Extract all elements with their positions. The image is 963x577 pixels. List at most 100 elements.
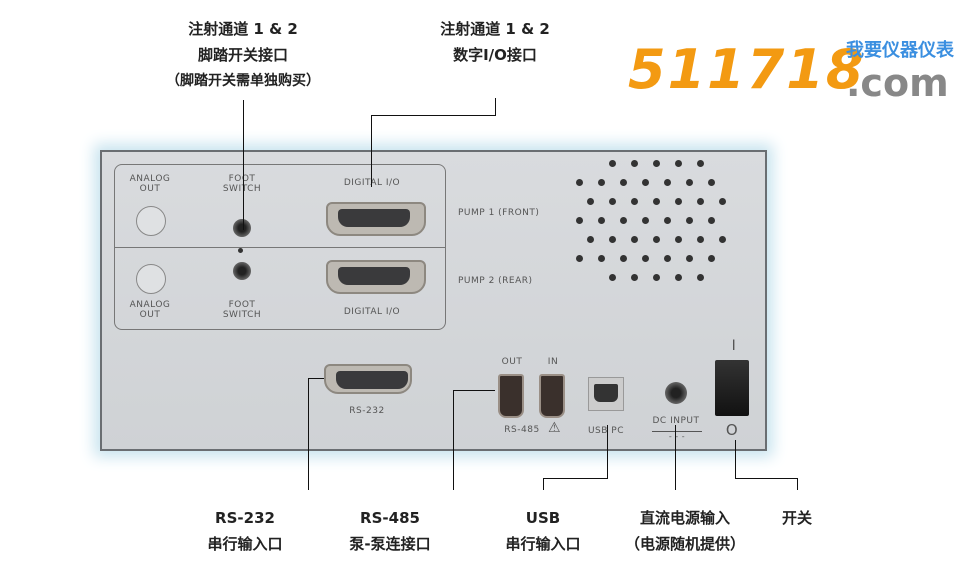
- digital-io-label: DIGITAL I/O: [343, 178, 401, 188]
- speaker-hole: [642, 255, 649, 262]
- off-mark: O: [725, 421, 739, 439]
- callout-line: （脚踏开关需单独购买）: [166, 73, 320, 89]
- speaker-hole: [697, 274, 704, 281]
- in-label: IN: [547, 357, 559, 367]
- digital-io-connector-1: [326, 202, 426, 236]
- pump1-label: PUMP 1 (FRONT): [458, 208, 540, 218]
- foot-switch-label: FOOT SWITCH: [222, 174, 262, 194]
- leader-line: [453, 390, 495, 391]
- speaker-hole: [587, 198, 594, 205]
- speaker-hole: [587, 236, 594, 243]
- speaker-hole: [609, 236, 616, 243]
- watermark-dotcom: .com: [846, 61, 949, 105]
- callout-line: RS-485: [360, 509, 420, 527]
- callout-line: （电源随机提供）: [624, 535, 745, 553]
- speaker-hole: [620, 217, 627, 224]
- speaker-hole: [576, 179, 583, 186]
- speaker-hole: [620, 179, 627, 186]
- speaker-hole: [653, 274, 660, 281]
- speaker-hole: [631, 236, 638, 243]
- speaker-hole: [686, 179, 693, 186]
- speaker-hole: [719, 236, 726, 243]
- speaker-hole: [708, 255, 715, 262]
- leader-line: [308, 378, 324, 379]
- usb-port: [588, 377, 624, 411]
- rs485-label: RS-485: [504, 425, 540, 435]
- speaker-hole: [697, 160, 704, 167]
- leader-line: [243, 100, 244, 230]
- speaker-hole: [675, 236, 682, 243]
- foot-switch-label: FOOT SWITCH: [222, 300, 262, 320]
- callout-switch: 开关: [772, 505, 822, 531]
- dc-input-jack: [665, 382, 687, 404]
- leader-line: [797, 478, 798, 490]
- callout-line: 直流电源输入: [639, 509, 730, 527]
- speaker-hole: [675, 160, 682, 167]
- speaker-hole: [631, 160, 638, 167]
- led: [238, 248, 243, 253]
- analog-out-label: ANALOG OUT: [129, 300, 171, 320]
- leader-line: [308, 378, 309, 490]
- speaker-hole: [653, 198, 660, 205]
- foot-switch-jack-1: [233, 219, 251, 237]
- digital-io-label: DIGITAL I/O: [343, 307, 401, 317]
- divider: [114, 247, 445, 248]
- speaker-hole: [576, 217, 583, 224]
- speaker-hole: [598, 255, 605, 262]
- leader-line: [371, 115, 372, 187]
- analog-out-label: ANALOG OUT: [129, 174, 171, 194]
- callout-line: 泵-泵连接口: [349, 535, 431, 553]
- speaker-hole: [719, 198, 726, 205]
- callout-line: 开关: [781, 509, 812, 527]
- speaker-hole: [653, 236, 660, 243]
- analog-out-port-1: [136, 206, 166, 236]
- leader-line: [735, 440, 736, 479]
- speaker-hole: [675, 274, 682, 281]
- power-switch[interactable]: [715, 360, 749, 416]
- callout-line: 注射通道 1 & 2: [440, 20, 550, 38]
- digital-io-connector-2: [326, 260, 426, 294]
- callout-line: RS-232: [215, 509, 275, 527]
- speaker-hole: [686, 255, 693, 262]
- speaker-hole: [664, 179, 671, 186]
- speaker-hole: [609, 160, 616, 167]
- speaker-hole: [631, 198, 638, 205]
- leader-line: [543, 478, 544, 490]
- speaker-hole: [598, 217, 605, 224]
- pump2-label: PUMP 2 (REAR): [458, 276, 533, 286]
- leader-line: [607, 425, 608, 479]
- on-mark: I: [731, 338, 737, 354]
- foot-switch-jack-2: [233, 262, 251, 280]
- rs485-in-port: [539, 374, 565, 418]
- callout-rs232: RS-232 串行输入口: [190, 505, 300, 557]
- rs232-connector: [324, 364, 412, 394]
- speaker-hole: [576, 255, 583, 262]
- usb-pc-label: USB PC: [587, 426, 625, 436]
- speaker-hole: [697, 198, 704, 205]
- leader-line: [453, 390, 454, 490]
- speaker-hole: [708, 217, 715, 224]
- speaker-hole: [631, 274, 638, 281]
- callout-line: 串行输入口: [207, 535, 283, 553]
- speaker-hole: [609, 274, 616, 281]
- speaker-hole: [697, 236, 704, 243]
- rs485-out-port: [498, 374, 524, 418]
- leader-line: [735, 478, 798, 479]
- callout-foot-switch: 注射通道 1 & 2 脚踏开关接口 （脚踏开关需单独购买）: [150, 16, 336, 94]
- callout-dc: 直流电源输入 （电源随机提供）: [610, 505, 760, 557]
- watermark-number: 511718: [628, 38, 866, 101]
- callout-usb: USB 串行输入口: [488, 505, 598, 557]
- leader-line: [675, 425, 676, 490]
- callout-rs485: RS-485 泵-泵连接口: [330, 505, 450, 557]
- speaker-hole: [675, 198, 682, 205]
- speaker-hole: [642, 217, 649, 224]
- speaker-hole: [620, 255, 627, 262]
- callout-line: 串行输入口: [505, 535, 581, 553]
- speaker-hole: [664, 255, 671, 262]
- speaker-hole: [708, 179, 715, 186]
- callout-line: USB: [525, 509, 561, 527]
- warning-icon: ⚠: [548, 420, 562, 436]
- speaker-hole: [642, 179, 649, 186]
- callout-line: 数字I/O接口: [453, 46, 537, 64]
- leader-line: [371, 115, 496, 116]
